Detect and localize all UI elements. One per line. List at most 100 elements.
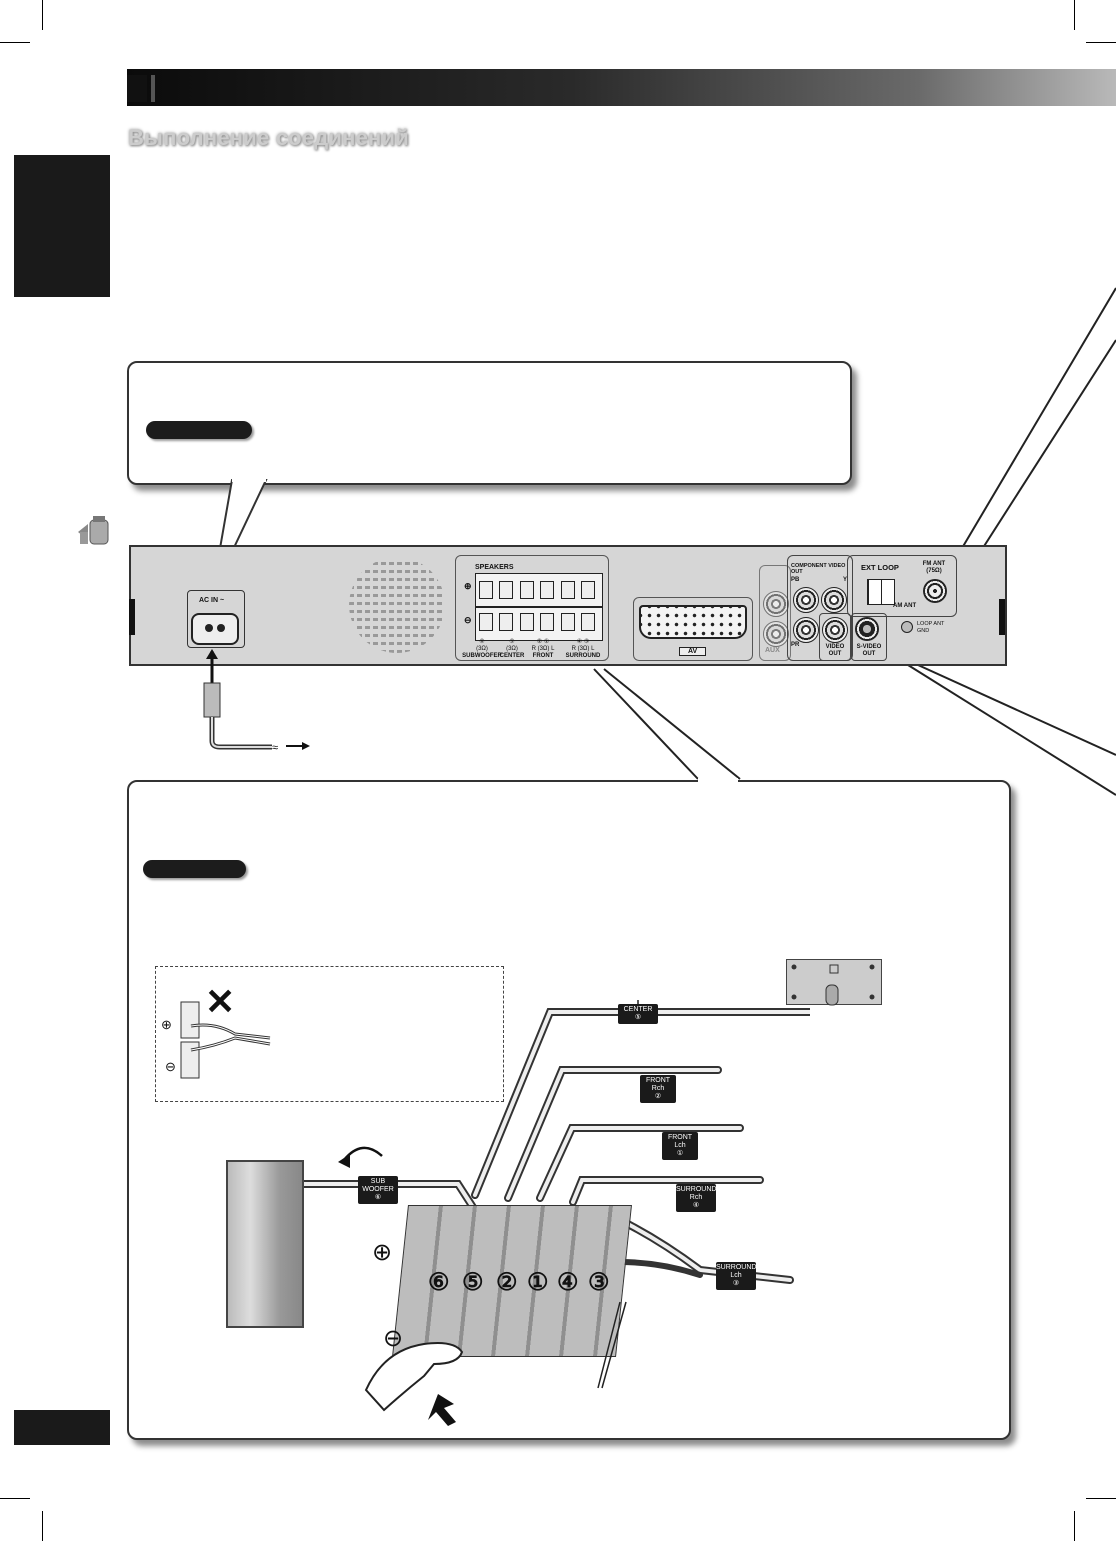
am-ant-label: AM ANT [893,603,917,609]
plus-terminal-label: ⊕ [372,1239,393,1266]
fan-grille [349,557,445,653]
rear-panel: AC IN ~ SPEAKERS ⊕ ⊖ ⑥(3Ω)SUBWOOFER ⑤(3Ω… [129,545,1007,666]
s-video-block [851,613,887,661]
note-pill [143,860,246,878]
y-label: Y [843,577,848,583]
page-number-tab [14,1410,110,1445]
speaker-terminal[interactable] [520,613,534,631]
av-block [633,597,753,661]
speaker-terminal[interactable] [561,581,575,599]
terminal-number: ③ [588,1269,610,1296]
s-video-jack[interactable] [855,617,879,641]
page-subtitle: Выполнение соединений [128,125,409,150]
aux-label: AUX [765,647,780,654]
pr-jack[interactable] [793,617,819,643]
fm-ant-jack[interactable] [923,579,947,603]
speaker-terminal[interactable] [479,613,493,631]
minus-symbol: ⊖ [165,1059,176,1074]
crop-mark [1074,0,1075,30]
note-pill [146,421,252,439]
aux-jack-l[interactable] [763,621,789,647]
crop-mark [42,0,43,30]
crop-mark [1086,42,1116,43]
minus-terminal-label: ⊖ [383,1325,404,1352]
speaker-terminal[interactable] [479,581,493,599]
speaker-terminal[interactable] [499,613,513,631]
rear-panel-notch-left [129,599,135,635]
plus-symbol: ⊕ [464,581,472,591]
minus-symbol: ⊖ [464,615,472,625]
ac-in-socket[interactable] [191,613,239,645]
y-jack[interactable] [821,587,847,613]
scart-connector[interactable] [639,605,747,639]
video-out-label: VIDEO OUT [825,644,845,657]
terminal-number: ⑤ [462,1269,484,1296]
speaker-terminal[interactable] [581,581,595,599]
crop-mark [1074,1511,1075,1541]
speaker-group-label: ⑥(3Ω)SUBWOOFER [462,639,502,659]
loop-gnd-label: LOOP ANT GND [917,621,945,634]
speakers-label: SPEAKERS [475,564,514,571]
warning-inset [155,966,504,1102]
aux-block [759,565,791,661]
component-video-block [787,555,853,661]
speaker-callout-pointer [593,668,741,780]
ext-loop-label: EXT LOOP [861,563,899,572]
speaker-terminal[interactable] [499,581,513,599]
subwoofer-illustration [226,1160,304,1328]
terminal-number: ② [496,1269,518,1296]
pointer-lines [597,1301,627,1389]
speaker-terminal[interactable] [581,613,595,631]
pr-label: PR [791,642,800,648]
video-pointer-lines [884,649,1116,796]
speaker-group-label: ⑤(3Ω)CENTER [499,639,525,659]
speaker-terminal[interactable] [540,581,554,599]
terminal-number: ① [527,1269,549,1296]
speaker-terminal[interactable] [561,613,575,631]
speaker-wires [266,1000,810,1284]
wrong-wiring-illustration [180,1001,271,1079]
video-out-jack[interactable] [822,617,848,643]
speaker-terminal[interactable] [520,581,534,599]
s-video-out-label: S-VIDEO OUT [856,644,882,657]
side-language-tab [14,155,110,297]
rear-panel-notch-right [999,599,1005,635]
header-marker [151,75,155,102]
crop-mark [1086,1498,1116,1499]
callout-top-join [698,778,738,782]
hand-press-illustration [364,1342,464,1426]
ext-loop-terminal[interactable] [867,579,895,605]
speaker-terminal[interactable] [540,613,554,631]
crop-mark [0,42,30,43]
plus-symbol: ⊕ [161,1017,172,1032]
component-video-label: COMPONENT VIDEO OUT [791,563,846,575]
ac-in-pin [217,624,225,632]
power-plug-icon [78,516,109,545]
section-header-bar [127,69,1116,106]
video-out-block [819,613,851,661]
aux-jack-r[interactable] [763,591,789,617]
power-cord: ≈ [203,649,310,754]
ac-in-label: AC IN ~ [199,597,225,604]
tag-wrap-arrow [338,1146,383,1168]
ac-in-pin [205,624,213,632]
svg-text:≈: ≈ [272,742,278,754]
pb-label: PB [791,577,800,583]
crop-mark [0,1498,30,1499]
speakers-block [455,555,609,661]
antenna-pointer-lines [954,287,1116,566]
fm-ant-label: FM ANT (75Ω) [922,561,946,574]
antenna-block [847,555,957,617]
wrong-mark-icon: ✕ [205,981,236,1022]
pb-jack[interactable] [793,587,819,613]
ac-in-socket-frame [187,590,245,648]
center-speaker-icon [791,964,875,1006]
